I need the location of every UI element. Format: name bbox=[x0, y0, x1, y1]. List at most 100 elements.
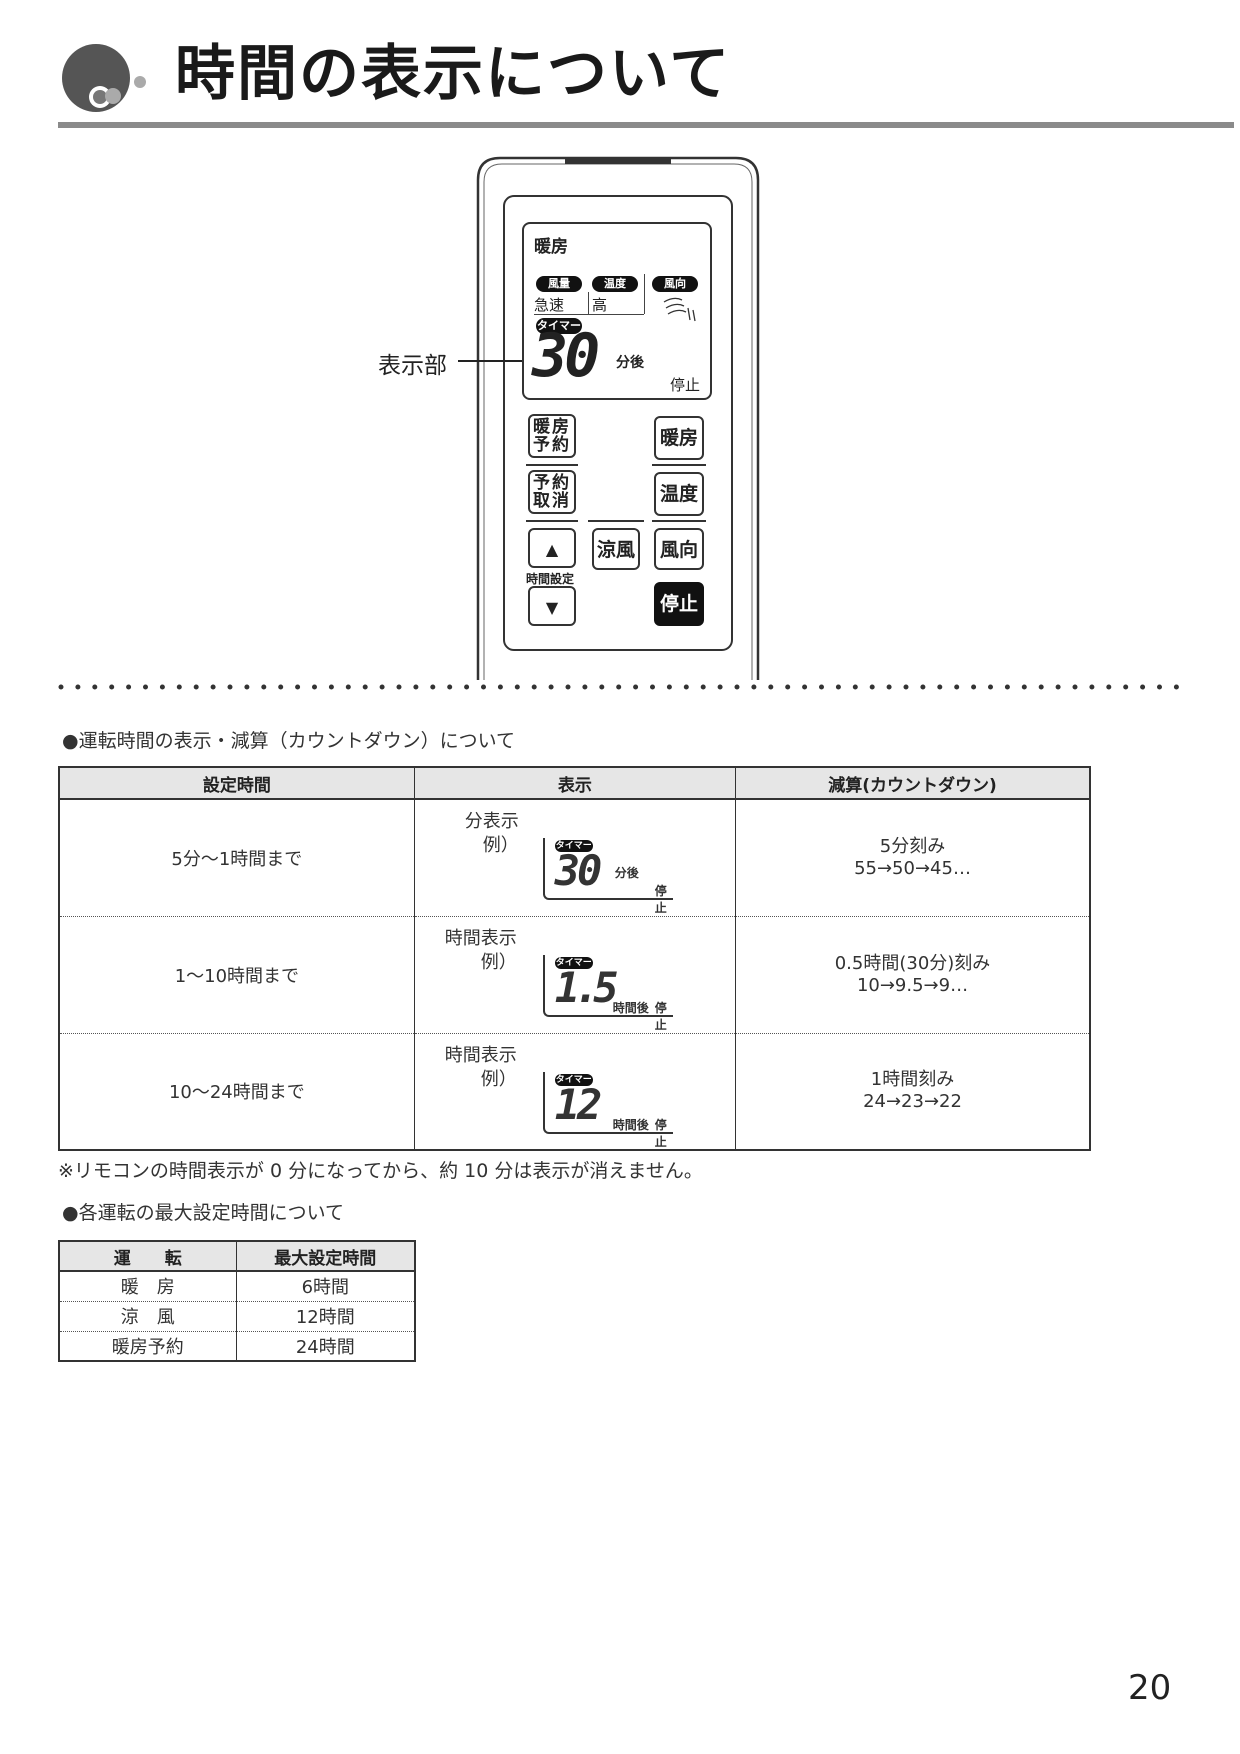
example-label-line1: 分表示 bbox=[464, 811, 519, 832]
countdown-step: 1時間刻み bbox=[870, 1069, 955, 1091]
lcd-label-fan: 風量 bbox=[536, 276, 582, 292]
lcd-timer-digits: 30 bbox=[532, 321, 600, 391]
temperature-button[interactable]: 温度 bbox=[654, 472, 704, 516]
countdown-cell: 0.5時間(30分)刻み 10→9.5→9… bbox=[735, 916, 1091, 1034]
header-countdown: 減算(カウントダウン) bbox=[735, 766, 1091, 800]
example-label-line2: 例） bbox=[482, 835, 519, 856]
lcd-fan-value: 急速 bbox=[534, 296, 565, 314]
header-setting-time: 設定時間 bbox=[58, 766, 415, 800]
range-cell: 10～24時間まで bbox=[58, 1033, 415, 1150]
reserve-cancel-button[interactable]: 予約 取消 bbox=[528, 470, 576, 514]
table-row: 1～10時間まで 時間表示 例） タイマー 1.5 時間後 停止 0.5時間(3… bbox=[58, 916, 1091, 1034]
max-time-table: 運 転 最大設定時間 暖 房 6時間 涼 風 12時間 暖房予約 24時間 bbox=[58, 1240, 416, 1362]
display-example-cell: 分表示 例） タイマー 30 分後 停止 bbox=[413, 799, 737, 917]
range-cell: 5分～1時間まで bbox=[58, 799, 415, 917]
table-row: 10～24時間まで 時間表示 例） タイマー 12 時間後 停止 1時間刻み 2… bbox=[58, 1033, 1091, 1150]
button-separator bbox=[652, 464, 706, 466]
lcd-temp-value: 高 bbox=[592, 296, 608, 314]
time-set-label: 時間設定 bbox=[526, 572, 575, 586]
mini-stop: 停止 bbox=[654, 884, 667, 915]
example-label-line1: 時間表示 bbox=[444, 927, 517, 949]
heat-reserve-button[interactable]: 暖房 予約 bbox=[528, 414, 576, 458]
operation-cell: 暖房予約 bbox=[58, 1331, 237, 1361]
reserve-cancel-line2: 取消 bbox=[533, 491, 571, 511]
button-separator bbox=[526, 464, 578, 466]
operation-cell: 暖 房 bbox=[58, 1271, 237, 1302]
display-example-cell: 時間表示 例） タイマー 1.5 時間後 停止 bbox=[413, 916, 737, 1034]
section-heading-countdown: ●運転時間の表示・減算（カウントダウン）について bbox=[62, 730, 516, 752]
countdown-step: 0.5時間(30分)刻み bbox=[834, 952, 991, 974]
countdown-cell: 1時間刻み 24→23→22 bbox=[735, 1033, 1091, 1150]
display-callout-line bbox=[458, 360, 536, 362]
lcd-divider bbox=[588, 292, 589, 314]
section-heading-max-time: ●各運転の最大設定時間について bbox=[62, 1202, 345, 1224]
example-label: 時間表示 例） bbox=[445, 927, 517, 975]
airflow-direction-icon bbox=[663, 297, 696, 322]
lcd-timer-unit: 分後 bbox=[616, 355, 644, 371]
table-row: 暖 房 6時間 bbox=[58, 1271, 416, 1302]
heat-reserve-line1: 暖房 bbox=[533, 417, 571, 437]
header-circles-icon bbox=[62, 44, 146, 112]
mini-timer-pill: タイマー bbox=[554, 956, 593, 969]
mini-lcd: タイマー 12 時間後 停止 bbox=[542, 1071, 673, 1149]
lcd-divider bbox=[534, 314, 644, 315]
page-title: 時間の表示について bbox=[175, 39, 732, 109]
example-label-line2: 例） bbox=[480, 1068, 517, 1090]
button-separator bbox=[588, 520, 644, 522]
max-time-cell: 24時間 bbox=[235, 1331, 416, 1361]
table-row: 涼 風 12時間 bbox=[58, 1301, 416, 1332]
mini-timer-pill: タイマー bbox=[554, 840, 593, 852]
mini-lcd: タイマー 30 分後 停止 bbox=[542, 838, 673, 915]
countdown-sequence: 55→50→45… bbox=[854, 857, 971, 879]
countdown-table: 設定時間 表示 減算(カウントダウン) 5分～1時間まで 分表示 例） タイマー… bbox=[58, 766, 1091, 1151]
remote-outline bbox=[476, 156, 760, 680]
stop-button[interactable]: 停止 bbox=[654, 582, 704, 626]
display-example-cell: 時間表示 例） タイマー 12 時間後 停止 bbox=[413, 1033, 737, 1150]
max-time-cell: 12時間 bbox=[235, 1301, 416, 1332]
header-rule bbox=[58, 122, 1234, 128]
mini-timer-pill: タイマー bbox=[554, 1073, 593, 1086]
mini-stop: 停止 bbox=[654, 1117, 667, 1149]
time-down-button[interactable]: ▼ bbox=[528, 586, 576, 626]
example-label: 時間表示 例） bbox=[445, 1044, 517, 1092]
heat-button[interactable]: 暖房 bbox=[654, 416, 704, 460]
heat-reserve-line2: 予約 bbox=[533, 435, 571, 455]
mini-digits: 1.5 bbox=[554, 962, 619, 1012]
mini-unit: 分後 bbox=[614, 866, 639, 880]
display-callout-label: 表示部 bbox=[378, 353, 447, 379]
lcd-stop: 停止 bbox=[670, 376, 701, 394]
lcd-mode: 暖房 bbox=[534, 237, 568, 257]
countdown-step: 5分刻み bbox=[879, 835, 946, 857]
cool-breeze-button[interactable]: 涼風 bbox=[592, 528, 640, 570]
header-display: 表示 bbox=[413, 766, 737, 800]
remote-illustration: 表示部 暖房 風量 温度 風向 急速 高 タイマー 30 分後 停止 暖房 予約… bbox=[0, 0, 1240, 700]
countdown-sequence: 10→9.5→9… bbox=[856, 974, 969, 996]
operation-cell: 涼 風 bbox=[58, 1301, 237, 1332]
dotted-separator bbox=[58, 684, 1180, 690]
countdown-cell: 5分刻み 55→50→45… bbox=[735, 799, 1091, 917]
mini-lcd: タイマー 1.5 時間後 停止 bbox=[542, 954, 673, 1032]
lcd-label-direction: 風向 bbox=[652, 276, 698, 292]
table-row: 暖房予約 24時間 bbox=[58, 1331, 416, 1361]
table-header-row: 設定時間 表示 減算(カウントダウン) bbox=[58, 766, 1091, 800]
air-direction-button[interactable]: 風向 bbox=[654, 528, 704, 570]
mini-stop: 停止 bbox=[654, 1000, 667, 1032]
lcd-timer-pill: タイマー bbox=[536, 318, 582, 334]
header-max-time: 最大設定時間 bbox=[235, 1240, 416, 1272]
mini-digits: 12 bbox=[554, 1079, 603, 1129]
example-label-line2: 例） bbox=[480, 951, 517, 973]
max-time-cell: 6時間 bbox=[235, 1271, 416, 1302]
mini-digits: 30 bbox=[554, 846, 603, 895]
countdown-sequence: 24→23→22 bbox=[863, 1091, 962, 1113]
example-label: 分表示 例） bbox=[465, 810, 519, 858]
range-cell: 1～10時間まで bbox=[58, 916, 415, 1034]
lcd-divider bbox=[644, 274, 645, 314]
lcd-label-temp: 温度 bbox=[592, 276, 638, 292]
time-up-button[interactable]: ▲ bbox=[528, 528, 576, 568]
mini-unit: 時間後 bbox=[612, 1000, 649, 1015]
example-label-line1: 時間表示 bbox=[444, 1044, 517, 1066]
remote-lcd: 暖房 風量 温度 風向 急速 高 タイマー 30 分後 停止 bbox=[522, 222, 712, 400]
table-row: 5分～1時間まで 分表示 例） タイマー 30 分後 停止 5分刻み 55→50… bbox=[58, 799, 1091, 917]
header-operation: 運 転 bbox=[58, 1240, 237, 1272]
table-header-row: 運 転 最大設定時間 bbox=[58, 1240, 416, 1272]
